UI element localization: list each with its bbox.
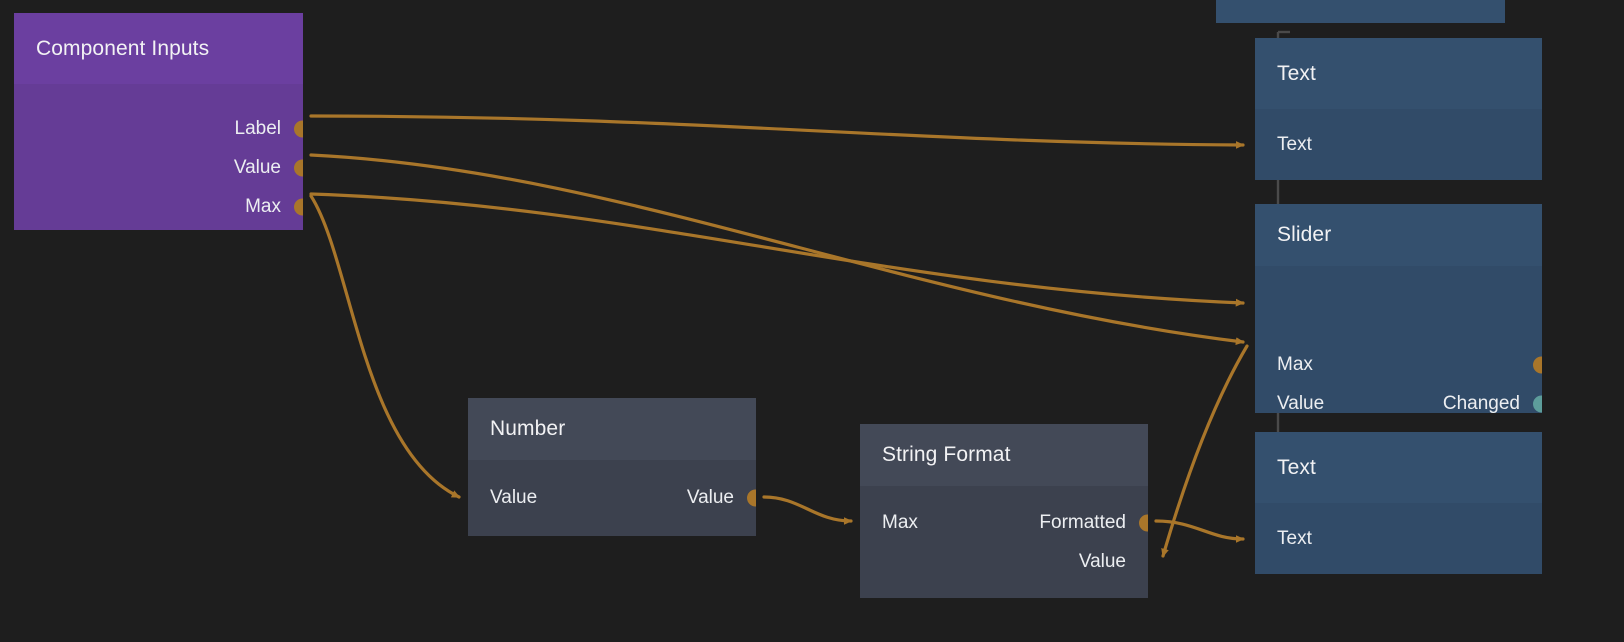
port-in-slider-max[interactable]: Max [1255,354,1542,376]
node-body-number: Value Value [468,460,756,536]
node-text-lower[interactable]: Text Text [1255,432,1542,574]
port-in-stringformat-max[interactable]: Max [860,512,1148,534]
port-knob-stringformat-formatted[interactable] [1139,514,1148,532]
port-in-text-lower[interactable]: Text [1255,528,1542,550]
wire-formatted-to-text-lower [1154,519,1245,543]
port-out-value[interactable]: Value [14,157,303,179]
wire-label-to-text-upper [309,114,1245,149]
port-knob-slider-value[interactable] [1533,356,1542,374]
node-title-string-format: String Format [860,424,1148,486]
port-out-number-value[interactable]: Value [468,487,756,509]
wire-slider-value-to-stringformat-value [1161,344,1249,558]
node-title-slider: Slider [1255,204,1542,266]
node-number[interactable]: Number Value Value [468,398,756,536]
port-knob-number-value[interactable] [747,489,756,507]
node-body-text-upper: Text [1255,109,1542,180]
port-in-number-value[interactable]: Value [468,487,756,509]
port-label-slider-max: Max [1277,354,1313,375]
port-label-value: Value [233,157,281,178]
port-label-text: Text [1277,134,1312,155]
port-knob-label[interactable] [294,120,303,138]
port-out-slider-changed[interactable]: Changed [1255,393,1542,413]
port-label-text-lower: Text [1277,528,1312,549]
node-partial-top[interactable] [1216,0,1505,23]
node-text-upper[interactable]: Text Text [1255,38,1542,180]
port-out-max[interactable]: Max [14,196,303,218]
node-string-format[interactable]: String Format Max Formatted Value [860,424,1148,598]
port-label-number-in-value: Value [490,487,538,508]
wire-value-to-slider-value [309,153,1245,345]
node-component-inputs[interactable]: Component Inputs Label Value Max [14,13,303,230]
port-label-slider-value: Value [1277,393,1325,413]
wire-max-to-slider-max [309,192,1245,307]
port-out-label[interactable]: Label [14,118,303,140]
port-label-stringformat-max: Max [882,512,918,533]
port-out-slider-value[interactable] [1255,354,1542,376]
node-title-number: Number [468,398,756,460]
port-knob-max[interactable] [294,198,303,216]
port-label-slider-changed: Changed [1442,393,1520,413]
port-in-stringformat-value[interactable]: Value [860,551,1148,573]
node-body-component-inputs: Label Value Max [14,84,303,230]
node-body-text-lower: Text [1255,503,1542,574]
node-body-slider: Max Value Changed [1255,266,1542,413]
port-label-stringformat-value: Value [1078,551,1126,572]
port-label-max: Max [245,196,281,217]
port-in-slider-value[interactable]: Value [1255,393,1542,413]
port-label-number-out-value: Value [686,487,734,508]
port-out-stringformat-formatted[interactable]: Formatted [860,512,1148,534]
wire-max-to-number-value [309,194,461,499]
port-label-stringformat-formatted: Formatted [1039,512,1126,533]
node-slider[interactable]: Slider Max Value Changed [1255,204,1542,413]
port-label-label: Label [234,118,282,139]
node-title-text-upper: Text [1255,38,1542,109]
node-title-component-inputs: Component Inputs [14,13,303,84]
port-knob-value[interactable] [294,159,303,177]
port-in-text[interactable]: Text [1255,134,1542,156]
node-title-text-lower: Text [1255,432,1542,503]
port-knob-slider-changed[interactable] [1533,395,1542,413]
node-title-partial-top [1216,0,1505,23]
node-body-string-format: Max Formatted Value [860,486,1148,598]
wire-number-value-to-stringformat-max [762,495,853,525]
